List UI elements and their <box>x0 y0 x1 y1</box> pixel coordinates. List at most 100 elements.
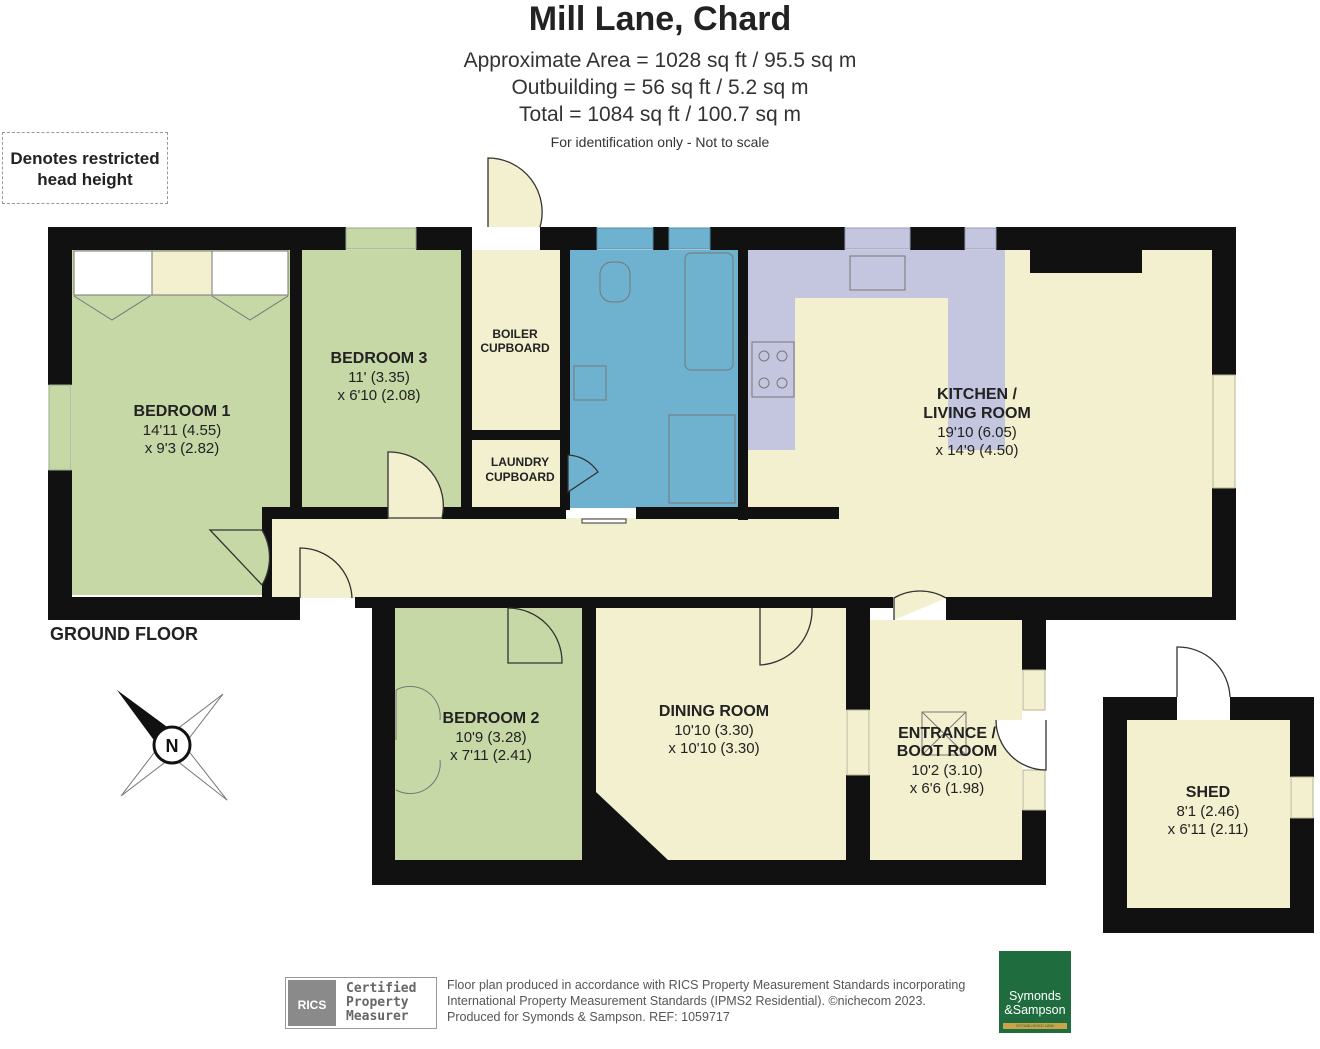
door-front <box>995 719 1047 771</box>
window-bedroom-1 <box>48 384 72 471</box>
shed-dim-2: x 6'11 (2.11) <box>1168 821 1249 838</box>
door-laundry <box>567 454 599 494</box>
bedroom-3-fill <box>302 250 462 508</box>
entrance-dim-1: 10'2 (3.10) <box>911 762 982 779</box>
rics-line-2: Property <box>346 995 409 1010</box>
wardrobe-doors-1 <box>73 295 151 321</box>
compass-north-letter: N <box>166 736 179 756</box>
shed-fill <box>1127 720 1290 908</box>
bedroom-3-dim-1: 11' (3.35) <box>348 369 410 386</box>
kitchen-name-1: KITCHEN / <box>937 386 1018 403</box>
door-dining-room <box>759 607 813 666</box>
bedroom-3-dim-2: x 6'10 (2.08) <box>338 387 421 404</box>
shed-dim-1: 8'1 (2.46) <box>1177 803 1240 820</box>
room-fills <box>72 250 1290 908</box>
dining-room-dim-1: 10'10 (3.30) <box>674 722 754 739</box>
dining-room-name: DINING ROOM <box>659 703 769 720</box>
door-bedroom-2 <box>507 607 563 664</box>
sink <box>849 255 906 291</box>
brand-tagline: ESTABLISHED 1858 <box>1003 1023 1067 1029</box>
footer-line-1: Floor plan produced in accordance with R… <box>447 978 966 992</box>
kitchen-name-2: LIVING ROOM <box>923 405 1031 422</box>
window-bathroom-1 <box>596 227 654 250</box>
window-entrance-2 <box>1022 769 1046 811</box>
restricted-height-legend: Denotes restricted head height <box>2 132 168 204</box>
door-bedroom-3 <box>387 451 445 519</box>
rics-line-1: Certified <box>346 981 417 996</box>
windows <box>48 227 1314 819</box>
boiler-cupboard-line-2: CUPBOARD <box>480 341 550 355</box>
dining-room-dim-2: x 10'10 (3.30) <box>668 740 759 757</box>
door-entrance <box>893 590 947 620</box>
entrance-name-1: ENTRANCE / <box>898 725 996 742</box>
window-bathroom-2 <box>668 227 711 250</box>
rics-certified-badge: RICS Certified Property Measurer <box>285 977 437 1029</box>
doors <box>208 157 1231 771</box>
bedroom-1-dim-2: x 9'3 (2.82) <box>145 440 220 457</box>
shed-name: SHED <box>1186 784 1230 801</box>
door-boiler-cupboard <box>487 157 543 228</box>
compass-rose-icon: N <box>116 689 228 801</box>
walls <box>48 227 1314 933</box>
laundry-cupboard-line-2: CUPBOARD <box>485 470 555 484</box>
window-entrance-1 <box>1022 669 1046 711</box>
wardrobe-doors-2 <box>211 295 289 321</box>
kitchen-dim-2: x 14'9 (4.50) <box>936 442 1019 459</box>
door-shed <box>1176 646 1231 698</box>
laundry-cupboard-fill <box>472 440 560 508</box>
rics-logo-text: RICS <box>297 998 327 1012</box>
fittings <box>73 250 967 795</box>
footer-disclaimer: Floor plan produced in accordance with R… <box>447 977 965 1025</box>
window-kitchen-1 <box>844 227 911 250</box>
hallway-fill <box>272 518 948 598</box>
bath <box>684 252 734 371</box>
footer-line-2: International Property Measurement Stand… <box>447 994 926 1008</box>
outbuilding-area-text: Outbuilding = 56 sq ft / 5.2 sq m <box>511 76 809 99</box>
boiler-cupboard-fill <box>472 250 560 430</box>
basin <box>573 365 607 401</box>
bedroom-2-name: BEDROOM 2 <box>443 710 540 727</box>
boiler-cupboard-line-1: BOILER <box>492 327 538 341</box>
bedroom-2-wardrobe-doors <box>395 685 441 795</box>
wardrobe-2 <box>211 250 289 296</box>
plan-title: Mill Lane, Chard <box>528 0 792 38</box>
legend-line-2: head height <box>37 170 133 189</box>
window-dining-room <box>846 709 870 776</box>
window-kitchen-2 <box>964 227 997 250</box>
rics-badge-text: Certified Property Measurer <box>346 982 416 1024</box>
entrance-dim-2: x 6'6 (1.98) <box>910 780 985 797</box>
footer-line-3: Produced for Symonds & Sampson. REF: 105… <box>447 1010 730 1024</box>
brand-line-1: Symonds <box>1008 989 1062 1003</box>
entrance-name-2: BOOT ROOM <box>897 743 997 760</box>
shower-tray <box>668 414 736 504</box>
entrance-fill <box>870 620 1022 860</box>
wc <box>599 261 631 303</box>
laundry-cupboard-line-1: LAUNDRY <box>491 455 549 469</box>
dining-room-fill <box>596 608 846 860</box>
rics-logo: RICS <box>288 980 336 1026</box>
bedroom-2-dim-1: 10'9 (3.28) <box>455 729 526 746</box>
kitchen-dim-1: 19'10 (6.05) <box>937 424 1017 441</box>
window-living-room <box>1212 374 1236 489</box>
legend-line-1: Denotes restricted <box>10 149 160 168</box>
approx-area-text: Approximate Area = 1028 sq ft / 95.5 sq … <box>463 49 857 72</box>
room-labels: BEDROOM 1 14'11 (4.55) x 9'3 (2.82) BEDR… <box>134 327 1249 838</box>
total-area-text: Total = 1084 sq ft / 100.7 sq m <box>519 103 801 126</box>
agent-logo: Symonds &Sampson ESTABLISHED 1858 <box>999 951 1071 1033</box>
bedroom-1-dim-1: 14'11 (4.55) <box>143 422 221 439</box>
bedroom-3-name: BEDROOM 3 <box>331 350 428 367</box>
bedroom-1-cupboard <box>151 250 213 296</box>
door-bedroom-1 <box>208 529 271 586</box>
hob <box>751 341 795 398</box>
rics-line-3: Measurer <box>346 1009 409 1024</box>
door-hall-1 <box>299 547 353 599</box>
bedroom-1-name: BEDROOM 1 <box>134 403 231 420</box>
window-bedroom-3 <box>345 227 417 250</box>
bedroom-2-dim-2: x 7'11 (2.41) <box>450 747 532 764</box>
floor-label: GROUND FLOOR <box>50 624 198 644</box>
window-shed <box>1290 776 1314 819</box>
wardrobe-1 <box>73 250 153 296</box>
loft-hatch <box>921 711 967 756</box>
brand-line-2: &Sampson <box>1004 1003 1066 1017</box>
